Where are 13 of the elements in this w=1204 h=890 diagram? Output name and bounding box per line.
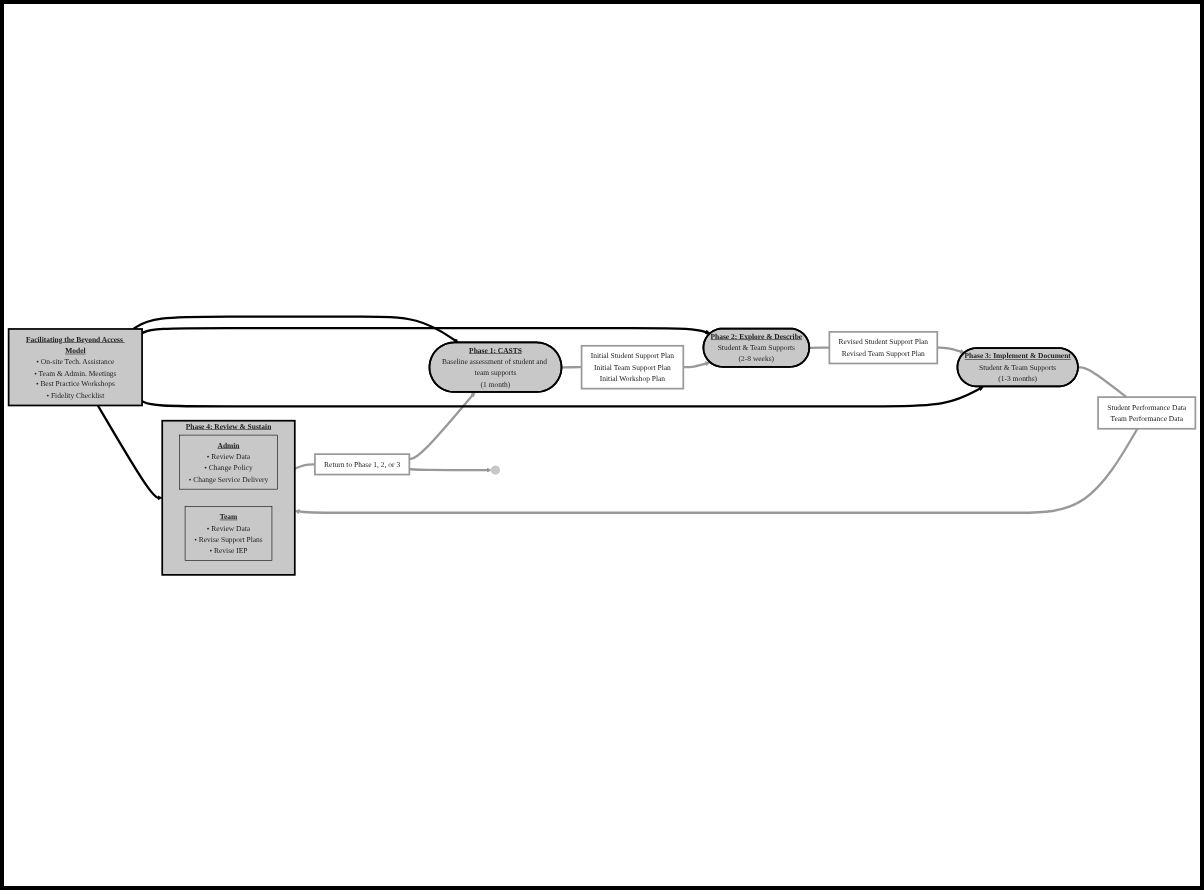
arrow — [937, 345, 965, 354]
arrow — [294, 427, 1139, 514]
arrow — [683, 360, 711, 368]
connector — [294, 462, 315, 470]
arrow — [141, 385, 984, 407]
connector — [809, 345, 830, 349]
connector — [561, 365, 582, 368]
arrow — [132, 314, 459, 343]
arrow — [409, 391, 476, 460]
arrow — [141, 326, 711, 334]
connector — [1078, 365, 1128, 398]
arrow — [409, 466, 492, 472]
arrow — [96, 404, 163, 500]
